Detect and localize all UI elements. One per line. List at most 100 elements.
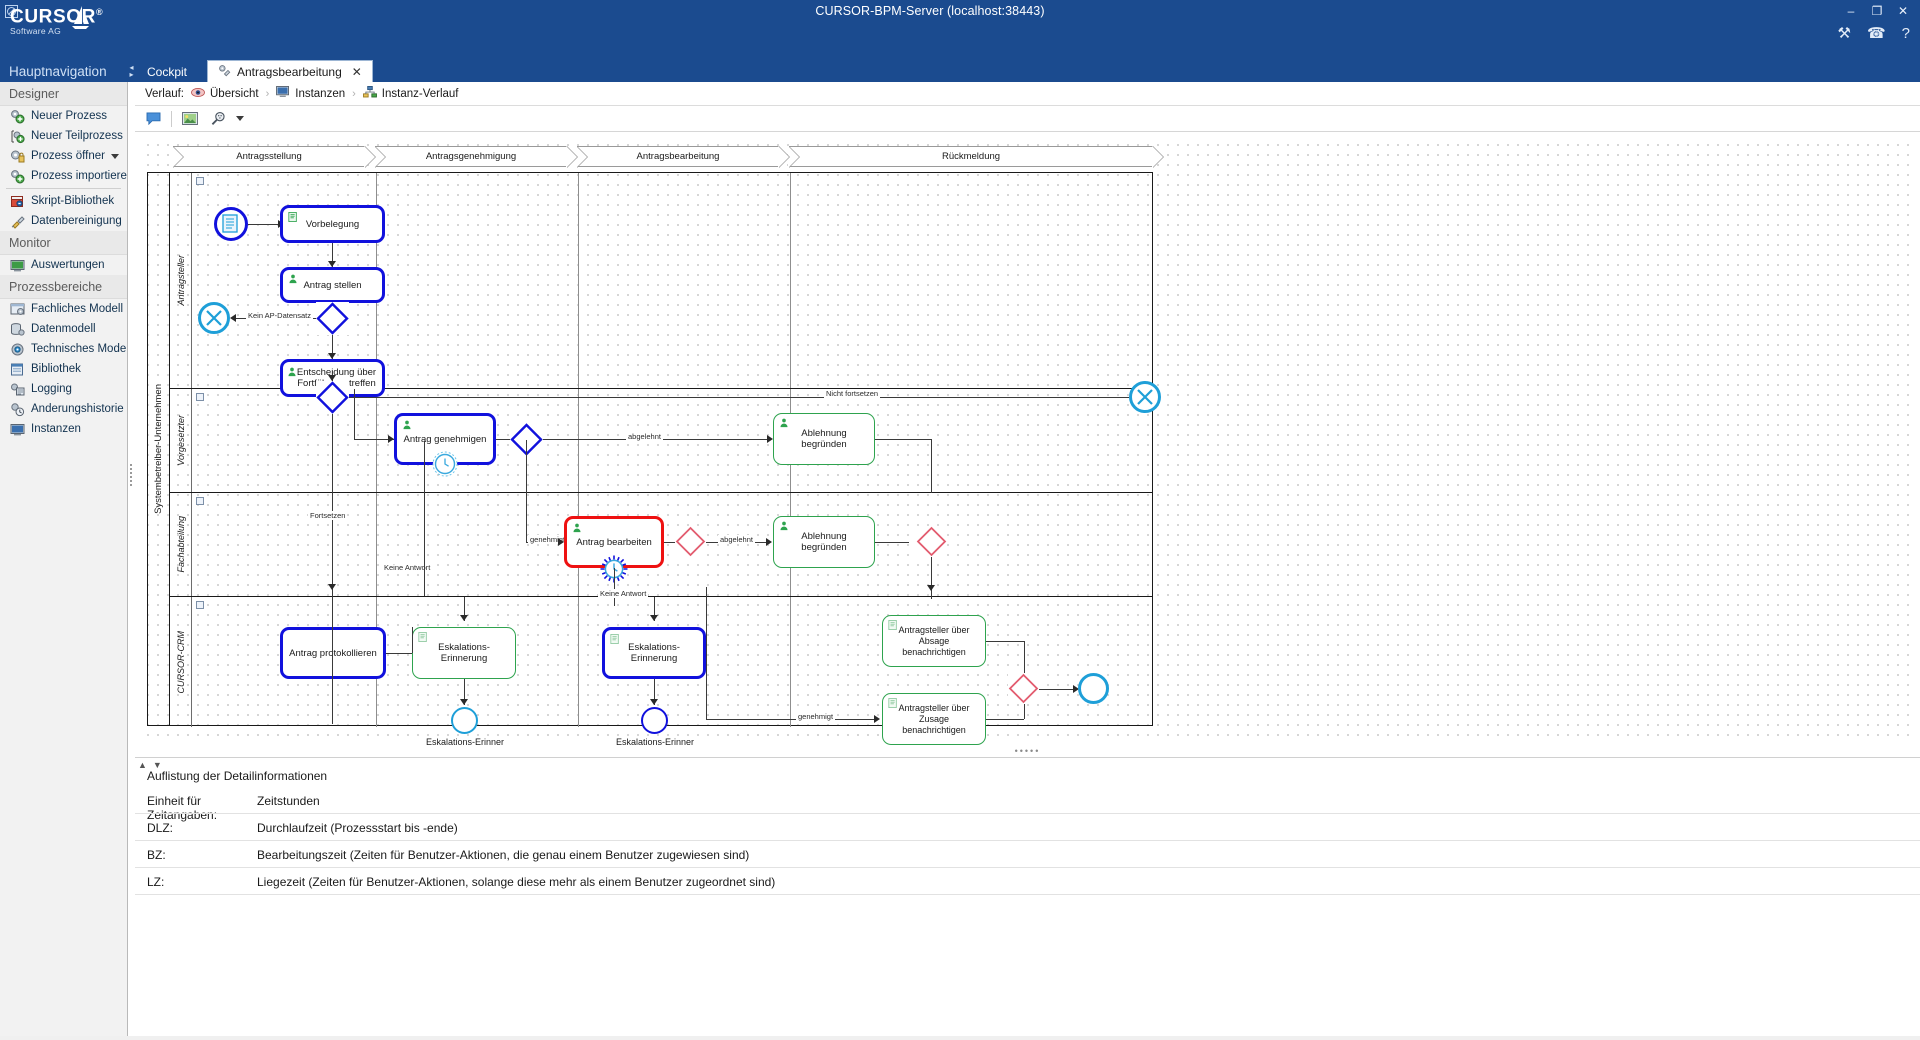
sidebar-item-logging[interactable]: Logging [0,379,127,399]
event-eskalation-erstellt-1[interactable] [451,707,478,734]
instance-history-icon [362,86,377,101]
sidebar-item-prozess-oeffnen[interactable]: Prozess öffnen [0,146,127,166]
lane-label: Antragsteller [170,173,192,388]
event-terminate-1[interactable] [198,302,230,334]
lane-collapse-toggle[interactable] [196,177,204,185]
lane-antragsteller: Antragsteller Vorbelegung Antrag stellen [170,173,1152,397]
instances-monitor-icon [276,86,290,101]
sidebar-item-bibliothek[interactable]: Bibliothek [0,359,127,379]
sidebar-item-neuer-teilprozess[interactable]: Neuer Teilprozess [0,126,127,146]
close-button[interactable]: ✕ [1897,4,1909,18]
detail-row-value: Liegezeit (Zeiten für Benutzer-Aktionen,… [257,875,776,889]
sidebar-item-datenmodell[interactable]: Datenmodell [0,319,127,339]
maximize-button[interactable]: ❐ [1871,4,1883,18]
panel-splitter[interactable]: ••••• [135,745,1920,757]
pool-label: Systembetreiber-Unternehmen [148,173,170,725]
task-eskalations-erinnerung-2[interactable]: Eskalations-Erinnerung [602,627,706,679]
lane-collapse-toggle[interactable] [196,393,204,401]
breadcrumb-item-instanz-verlauf[interactable]: Instanz-Verlauf [362,86,459,101]
script-marker-icon [610,634,619,644]
event-message-start[interactable] [214,207,248,241]
sidebar-item-instanzen[interactable]: Instanzen [0,419,127,439]
task-eskalations-erinnerung-1[interactable]: Eskalations-Erinnerung [412,627,516,679]
sidebar-item-auswertungen[interactable]: Auswertungen [0,255,127,275]
phase-antragsstellung: Antragsstellung [172,146,376,168]
breadcrumb-item-uebersicht[interactable]: Übersicht [191,87,259,101]
sidebar-item-skript-bibliothek[interactable]: Skript-Bibliothek [0,191,127,211]
task-ablehnung-begruenden-1[interactable]: Ablehnung begründen [773,413,875,465]
breadcrumb-prefix: Verlauf: [145,87,184,100]
sidebar: Designer Neuer Prozess Neuer Teilprozess… [0,82,128,1040]
sidebar-item-neuer-prozess[interactable]: Neuer Prozess [0,106,127,126]
phase-label: Antragsbearbeitung [636,151,720,162]
gateway-xor-2[interactable] [316,381,349,414]
support-icon[interactable]: ☎ [1866,25,1886,42]
gateway-xor-6[interactable] [1008,673,1039,704]
edge [664,542,678,543]
new-process-icon [10,109,25,124]
edge-label-fortsetzen: Fortsetzen [308,511,348,520]
sidebar-item-label: Skript-Bibliothek [31,195,115,207]
task-label: Antrag stellen [303,279,362,291]
detail-divider [135,894,1920,895]
edge-arrow [1073,685,1079,693]
tab-strip: Cockpit Antragsbearbeitung ✕ [135,60,1920,82]
sidebar-item-label: Datenmodell [31,323,96,335]
tab-antragsbearbeitung[interactable]: Antragsbearbeitung ✕ [207,60,373,82]
sidebar-item-fachliches-modell[interactable]: Fachliches Modell [0,299,127,319]
gateway-xor-1[interactable] [316,302,349,335]
script-library-icon [10,194,25,209]
sidebar-item-technisches-modell[interactable]: Technisches Modell [0,339,127,359]
detail-panel-collapse-controls[interactable]: ▲ ▼ [138,760,162,770]
minimize-button[interactable]: – [1847,4,1855,18]
sidebar-item-label: Prozess importieren [31,170,127,182]
zoom-dropdown-caret[interactable] [236,116,244,121]
sidebar-item-aenderungshistorie[interactable]: Änderungshistorie [0,399,127,419]
user-marker-icon [289,274,297,284]
task-label: Ablehnung begründen [801,428,847,450]
event-terminate-2[interactable] [1129,381,1161,413]
tab-cockpit[interactable]: Cockpit [137,62,197,82]
gateway-xor-4[interactable] [675,526,706,557]
edge-arrow [927,585,935,591]
document-icon [222,214,238,233]
sidebar-item-prozess-importieren[interactable]: Prozess importieren [0,166,127,186]
detail-row-value: Durchlaufzeit (Prozessstart bis -ende) [257,821,458,835]
chevron-down-icon[interactable] [111,153,119,159]
lane-collapse-toggle[interactable] [196,601,204,609]
event-end[interactable] [1078,673,1109,704]
sidebar-item-datenbereinigung[interactable]: Datenbereinigung [0,211,127,231]
close-icon[interactable]: ✕ [351,64,362,79]
sidebar-item-label: Neuer Prozess [31,110,108,122]
script-marker-icon [888,698,897,708]
event-eskalation-erstellt-2[interactable] [641,707,668,734]
detail-row-key: Einheit für Zeitangaben: [147,794,218,822]
breadcrumb-item-instanzen[interactable]: Instanzen [276,86,345,101]
tools-icon[interactable]: ⚒ [1837,25,1851,42]
lane-label: Fachabteilung [170,493,192,596]
gateway-xor-5[interactable] [916,526,947,557]
header-icon-group: ⚒ ☎ ? [1838,26,1910,41]
task-vorbelegung[interactable]: Vorbelegung [280,205,385,243]
chevron-down-icon[interactable]: ▼ [152,760,162,770]
boundary-timer-event-genehmigen[interactable] [432,451,458,477]
task-antrag-genehmigen[interactable]: Antrag genehmigen [394,413,496,465]
comment-button[interactable] [143,109,163,129]
task-antrag-protokollieren[interactable]: Antrag protokollieren [280,627,386,679]
sidebar-collapse-toggle[interactable]: ◂▸ [128,60,135,82]
task-ablehnung-begruenden-2[interactable]: Ablehnung begründen [773,516,875,568]
image-export-button[interactable] [180,109,200,129]
chevron-up-icon[interactable]: ▲ [138,760,147,770]
task-antrag-stellen[interactable]: Antrag stellen [280,267,385,303]
sidebar-splitter[interactable] [128,460,133,490]
detail-row-value: Bearbeitungszeit (Zeiten für Benutzer-Ak… [257,848,750,862]
edge-arrow [388,435,394,443]
lane-collapse-toggle[interactable] [196,497,204,505]
bottom-bar [0,1036,1920,1040]
process-diagram-canvas[interactable]: Antragsstellung Antragsgenehmigung Antra… [135,132,1920,745]
help-icon[interactable]: ? [1901,25,1910,42]
zoom-button[interactable] [208,109,228,129]
diagram-toolbar [135,106,1920,132]
